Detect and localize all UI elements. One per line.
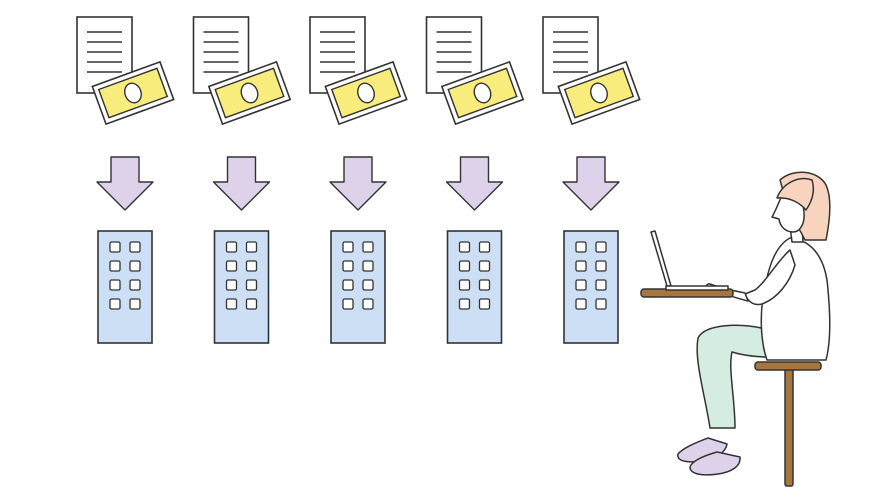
building-window	[595, 298, 607, 310]
down-arrow-icon	[96, 156, 154, 211]
building-window	[458, 298, 471, 310]
down-arrow-icon	[445, 156, 504, 211]
down-arrow-icon	[329, 156, 387, 211]
building-window	[109, 298, 121, 310]
payment-column	[192, 16, 292, 344]
building-window	[478, 241, 491, 253]
arm	[744, 249, 796, 306]
building-window	[129, 298, 141, 310]
payment-column	[309, 16, 408, 344]
building-window	[595, 241, 607, 253]
office-building-icon	[97, 230, 153, 344]
building-window	[362, 279, 374, 291]
building-window	[109, 241, 121, 253]
building-window	[109, 260, 121, 272]
building-window	[478, 298, 491, 310]
shoe-front	[689, 451, 741, 476]
payment-column	[76, 16, 175, 344]
banknote-icon	[440, 60, 525, 126]
building-window	[225, 279, 238, 291]
banknote-icon	[207, 60, 292, 126]
building-window	[225, 260, 238, 272]
person-at-laptop-illustration	[640, 171, 831, 487]
office-building-icon	[563, 230, 619, 344]
payment-columns	[76, 16, 641, 344]
building-window	[575, 298, 587, 310]
building-window	[129, 241, 141, 253]
building-window	[342, 241, 354, 253]
building-window	[245, 279, 258, 291]
building-window	[342, 279, 354, 291]
payment-column	[542, 16, 641, 344]
hair-fringe	[776, 177, 815, 211]
building-window	[362, 260, 374, 272]
building-window	[458, 260, 471, 272]
office-building-icon	[446, 230, 503, 344]
building-window	[342, 298, 354, 310]
office-building-icon	[213, 230, 270, 344]
building-window	[458, 241, 471, 253]
building-window	[225, 241, 238, 253]
building-window	[245, 241, 258, 253]
office-building-icon	[330, 230, 386, 344]
banknote-icon	[557, 60, 641, 126]
building-window	[109, 279, 121, 291]
down-arrow-icon	[212, 156, 271, 211]
down-arrow-icon	[562, 156, 620, 211]
banknote-icon	[324, 60, 408, 126]
building-window	[342, 260, 354, 272]
building-window	[129, 279, 141, 291]
building-window	[575, 260, 587, 272]
building-window	[225, 298, 238, 310]
building-window	[245, 260, 258, 272]
building-window	[595, 260, 607, 272]
laptop-icon	[650, 230, 729, 291]
document-icon	[192, 16, 250, 94]
banknote-icon	[91, 60, 175, 126]
building-window	[362, 298, 374, 310]
document-icon	[76, 16, 133, 94]
building-window	[595, 279, 607, 291]
payment-column	[425, 16, 525, 344]
building-window	[458, 279, 471, 291]
building-window	[575, 241, 587, 253]
building-window	[478, 260, 491, 272]
building-window	[478, 279, 491, 291]
building-window	[245, 298, 258, 310]
building-window	[129, 260, 141, 272]
building-window	[575, 279, 587, 291]
stool	[754, 361, 822, 487]
building-window	[362, 241, 374, 253]
